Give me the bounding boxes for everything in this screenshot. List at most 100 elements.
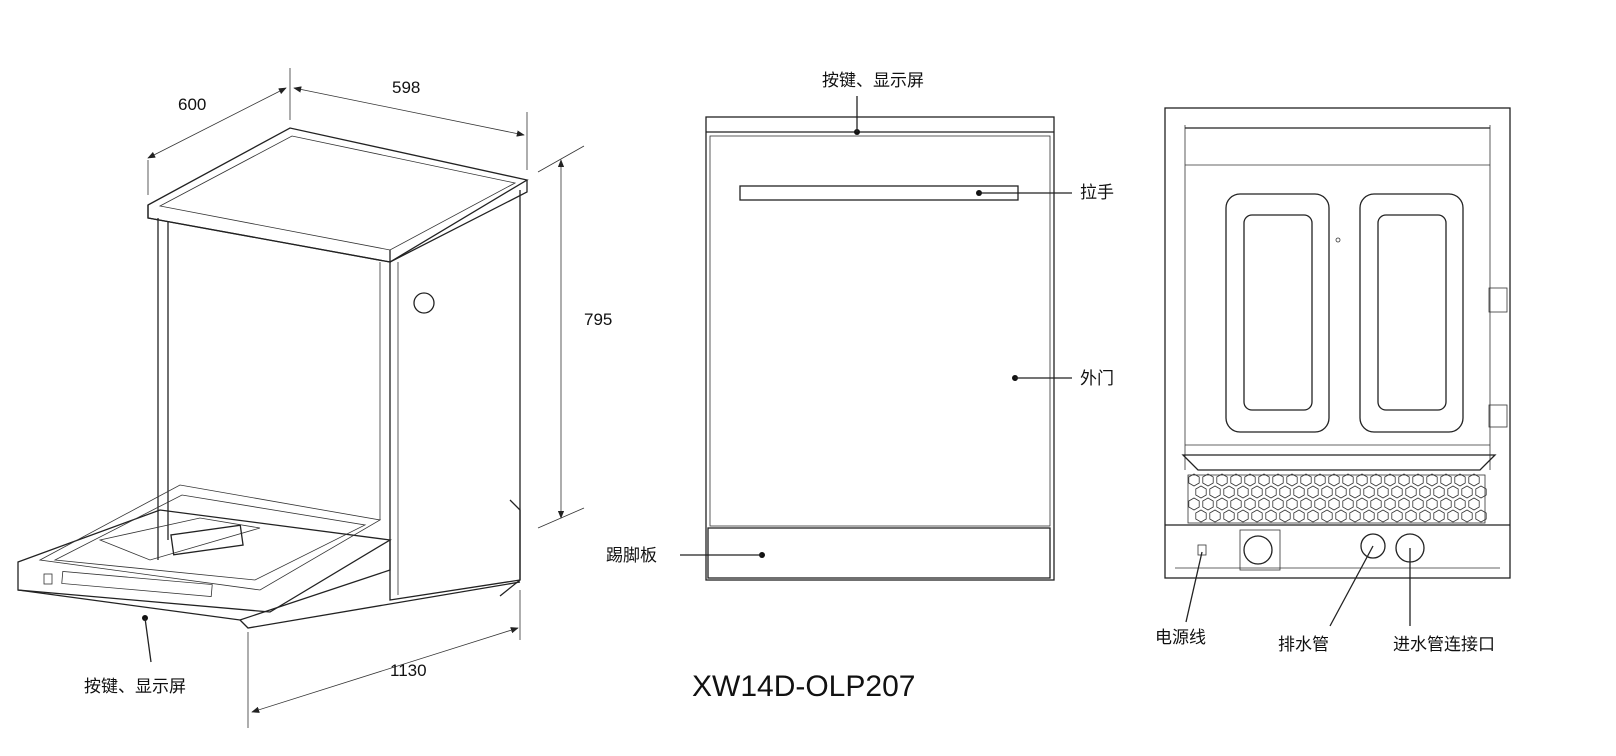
hex-cell — [1209, 509, 1221, 523]
hex-cell — [1272, 473, 1284, 487]
hex-cell — [1307, 485, 1319, 499]
hex-cell — [1216, 473, 1228, 487]
kick-plate — [707, 527, 1051, 579]
hex-cell — [1230, 473, 1242, 487]
hex-cell — [1377, 485, 1389, 499]
hex-cell — [1454, 473, 1466, 487]
hex-cell — [1286, 497, 1298, 511]
hex-cell — [1202, 497, 1214, 511]
hex-cell — [1349, 485, 1361, 499]
hex-cell — [1300, 497, 1312, 511]
hex-cell — [1216, 497, 1228, 511]
hex-cell — [1440, 497, 1452, 511]
isometric-view: 600 598 795 1130 按键、显示屏 — [17, 68, 612, 728]
hex-cell — [1293, 509, 1305, 523]
hex-cell — [1230, 497, 1242, 511]
hex-cell — [1209, 485, 1221, 499]
back-panel-left — [1225, 193, 1330, 433]
hex-cell — [1195, 485, 1207, 499]
hex-cell — [1391, 485, 1403, 499]
label-power-cord: 电源线 — [1155, 628, 1206, 647]
hex-cell — [1405, 485, 1417, 499]
hex-cell — [1461, 485, 1473, 499]
hex-cell — [1377, 509, 1389, 523]
hex-cell — [1461, 509, 1473, 523]
hex-cell — [1384, 473, 1396, 487]
hex-cell — [1223, 485, 1235, 499]
hex-cell — [1412, 473, 1424, 487]
hex-cell — [1363, 485, 1375, 499]
hex-cell — [1202, 473, 1214, 487]
hex-cell — [1328, 497, 1340, 511]
hex-cell — [1370, 497, 1382, 511]
hex-cell — [1244, 473, 1256, 487]
label-kickplate: 踢脚板 — [606, 546, 657, 565]
hex-cell — [1293, 485, 1305, 499]
cabinet-body — [157, 190, 521, 601]
hex-cell — [1447, 485, 1459, 499]
label-handle: 拉手 — [1080, 183, 1114, 202]
dimension-height: 795 — [584, 310, 612, 329]
hex-cell — [1188, 473, 1200, 487]
hex-cell — [1223, 509, 1235, 523]
hex-cell — [1433, 485, 1445, 499]
hex-cell — [1426, 497, 1438, 511]
hex-cell — [1286, 473, 1298, 487]
hex-cell — [1384, 497, 1396, 511]
dimension-open-depth: 1130 — [390, 661, 427, 680]
hex-cell — [1307, 509, 1319, 523]
hex-cell — [1363, 509, 1375, 523]
hex-cell — [1258, 473, 1270, 487]
label-controls-front: 按键、显示屏 — [822, 71, 924, 90]
label-door: 外门 — [1080, 369, 1114, 388]
hex-cell — [1321, 509, 1333, 523]
hex-cell — [1237, 509, 1249, 523]
hex-cell — [1342, 473, 1354, 487]
hex-cell — [1251, 509, 1263, 523]
hex-cell — [1237, 485, 1249, 499]
hex-cell — [1279, 509, 1291, 523]
hex-cell — [1356, 473, 1368, 487]
front-view: 按键、显示屏 拉手 外门 踢脚板 XW14D-OLP207 — [606, 71, 1114, 703]
hex-cell — [1258, 497, 1270, 511]
hex-cell — [1475, 485, 1487, 499]
hex-cell — [1335, 485, 1347, 499]
dimension-width: 598 — [392, 78, 420, 97]
hex-cell — [1300, 473, 1312, 487]
hex-cell — [1265, 485, 1277, 499]
hex-cell — [1349, 509, 1361, 523]
dimension-depth: 600 — [178, 95, 206, 114]
hex-cell — [1447, 509, 1459, 523]
hex-cell — [1195, 509, 1207, 523]
back-panel-right — [1359, 193, 1464, 433]
hex-cell — [1265, 509, 1277, 523]
hex-cell — [1244, 497, 1256, 511]
hex-cell — [1419, 485, 1431, 499]
hex-cell — [1321, 485, 1333, 499]
hex-cell — [1440, 473, 1452, 487]
label-drain-hose: 排水管 — [1278, 635, 1329, 654]
hex-cell — [1468, 497, 1480, 511]
label-inlet-connector: 进水管连接口 — [1393, 635, 1495, 654]
hex-cell — [1398, 473, 1410, 487]
hex-cell — [1328, 473, 1340, 487]
hex-cell — [1412, 497, 1424, 511]
hex-cell — [1279, 485, 1291, 499]
hex-cell — [1251, 485, 1263, 499]
hex-cell — [1272, 497, 1284, 511]
hex-cell — [1405, 509, 1417, 523]
hex-cell — [1426, 473, 1438, 487]
hex-cell — [1188, 497, 1200, 511]
hex-cell — [1398, 497, 1410, 511]
hex-cell — [1314, 497, 1326, 511]
vent-grille-icon — [413, 292, 435, 314]
label-controls-left: 按键、显示屏 — [84, 677, 186, 696]
hex-cell — [1335, 509, 1347, 523]
hex-cell — [1391, 509, 1403, 523]
hex-cell — [1342, 497, 1354, 511]
hex-cell — [1433, 509, 1445, 523]
open-door — [17, 484, 521, 629]
hex-cell — [1419, 509, 1431, 523]
hex-cell — [1468, 473, 1480, 487]
